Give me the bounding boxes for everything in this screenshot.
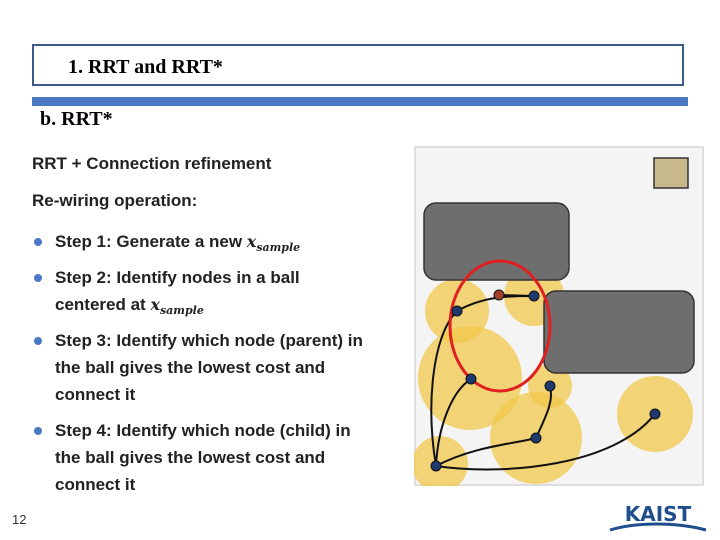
math-x-sample: xsample — [246, 232, 301, 254]
list-item: Step 4: Identify which node (child) in t… — [32, 417, 412, 498]
step-1-text: Step 1: Generate a new — [55, 232, 247, 251]
step-4-line2: the ball gives the lowest cost and — [55, 448, 326, 467]
obstacle-right — [543, 290, 695, 374]
section-title: 1. RRT and RRT* — [68, 56, 223, 78]
goal-region — [653, 157, 689, 189]
tree-nodes — [430, 290, 661, 472]
section-title-box: 1. RRT and RRT* — [32, 44, 684, 86]
root-node — [430, 460, 442, 472]
tree-node — [544, 380, 556, 392]
rewire-highlight-circle — [448, 259, 552, 393]
step-4-line3: connect it — [55, 475, 136, 494]
step-3-line3: connect it — [55, 385, 136, 404]
page-number: 12 — [12, 512, 27, 527]
bullet-icon — [34, 427, 42, 435]
bullet-icon — [34, 274, 42, 282]
step-3-line2: the ball gives the lowest cost and — [55, 358, 326, 377]
tree-node — [649, 408, 661, 420]
rrt-star-figure — [414, 146, 704, 486]
figure-border — [414, 146, 704, 486]
list-item: Step 2: Identify nodes in a ball centere… — [32, 264, 412, 324]
slide-subtitle: b. RRT* — [40, 108, 113, 130]
kaist-logo: KAIST — [609, 502, 707, 532]
tree-node — [528, 290, 540, 302]
obstacle-top — [423, 202, 570, 281]
logo-text: KAIST — [625, 502, 692, 526]
step-2-line1: Step 2: Identify nodes in a ball — [55, 268, 300, 287]
tree-node — [465, 373, 477, 385]
heading-rewiring: Re-wiring operation: — [32, 191, 198, 210]
tree-node — [530, 432, 542, 444]
list-item: Step 3: Identify which node (parent) in … — [32, 327, 412, 408]
tree-node — [451, 305, 463, 317]
list-item: Step 1: Generate a new xsample — [32, 228, 412, 261]
bullet-icon — [34, 337, 42, 345]
bullet-icon — [34, 238, 42, 246]
title-divider-bar — [32, 97, 688, 106]
math-x-sample: xsample — [150, 295, 204, 317]
step-2-line2: centered at — [55, 295, 151, 314]
step-4-line1: Step 4: Identify which node (child) in — [55, 421, 351, 440]
heading-rrt-refinement: RRT + Connection refinement — [32, 154, 272, 173]
new-sample-node — [493, 289, 505, 301]
ball-region — [414, 436, 468, 486]
step-3-line1: Step 3: Identify which node (parent) in — [55, 331, 363, 350]
